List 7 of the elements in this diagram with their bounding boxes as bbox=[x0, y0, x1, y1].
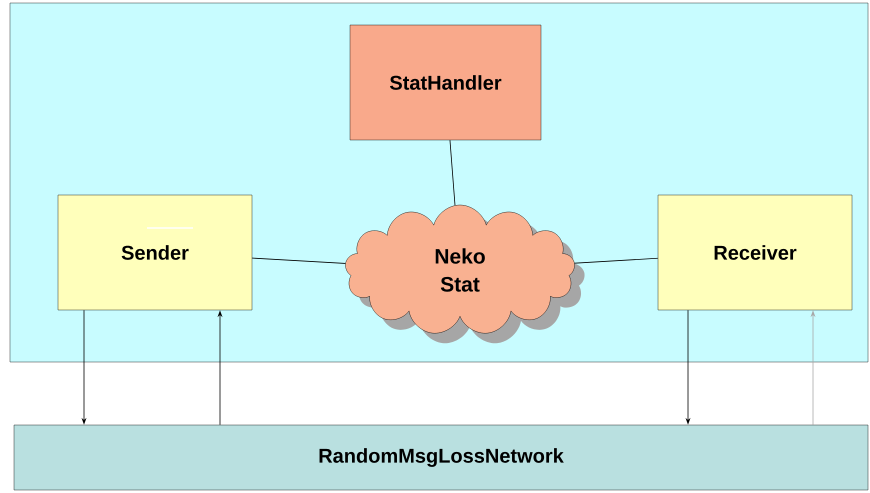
process-box: Sender bbox=[58, 194, 252, 310]
connector-line bbox=[574, 258, 658, 264]
connector-line bbox=[252, 258, 346, 264]
network-bar: RandomMsgLossNetwork bbox=[14, 424, 868, 490]
process-box: Receiver bbox=[658, 194, 852, 310]
process-box: StatHandler bbox=[350, 24, 542, 140]
connector-line bbox=[450, 140, 456, 206]
